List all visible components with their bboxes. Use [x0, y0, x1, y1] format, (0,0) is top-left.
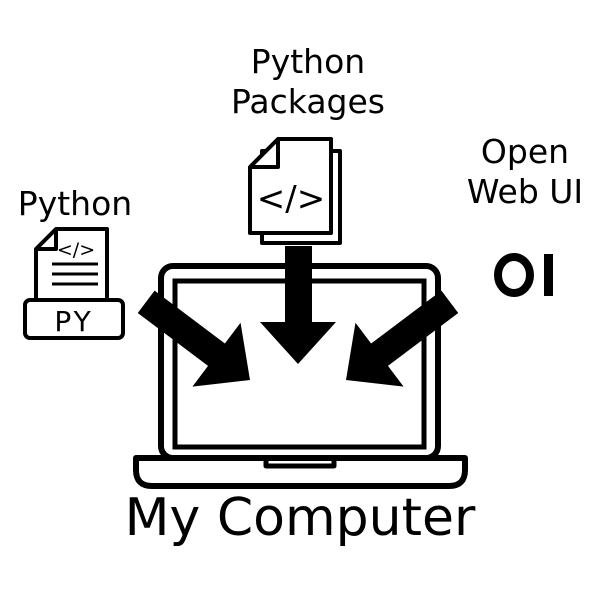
arrow-down-icon — [260, 246, 336, 364]
open-web-ui-label-line-1: Open — [480, 132, 570, 171]
python-packages-label-line-2: Packages — [231, 82, 385, 121]
svg-text:OI: OI — [524, 309, 526, 311]
python-label: Python — [0, 184, 150, 224]
arrow-right-icon — [346, 290, 459, 387]
arrow-left-icon — [137, 290, 250, 387]
my-computer-label-text: My Computer — [124, 488, 476, 548]
python-packages-label: Python Packages — [212, 42, 404, 122]
code-symbol-text: </> — [257, 179, 325, 219]
python-file-code-symbol: </> — [57, 239, 95, 261]
open-web-ui-label-line-2: Web UI — [466, 172, 584, 211]
open-web-ui-label: Open Web UI — [455, 132, 595, 212]
python-file-icon: </> PY — [23, 227, 125, 340]
open-web-ui-logo-icon: OI — [494, 253, 553, 311]
my-computer-label: My Computer — [100, 486, 500, 550]
python-label-text: Python — [17, 184, 133, 223]
code-document-stack-icon: </> — [248, 137, 342, 245]
python-packages-label-line-1: Python — [250, 42, 366, 81]
python-file-badge-text: PY — [54, 305, 93, 338]
